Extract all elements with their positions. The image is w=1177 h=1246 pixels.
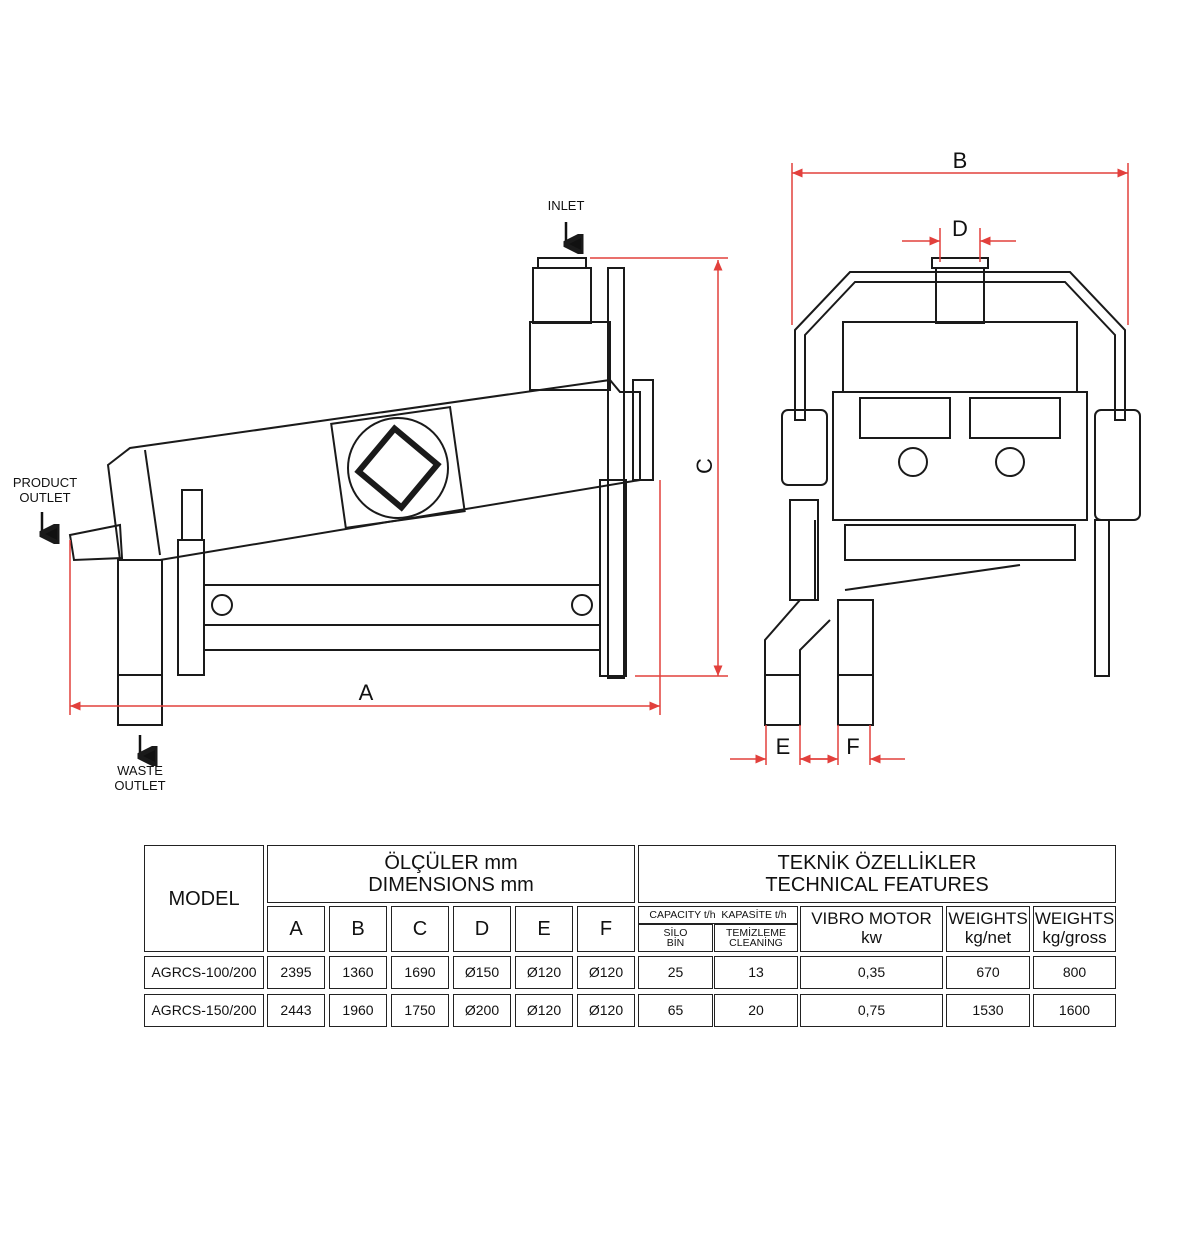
silo-header-tr: SİLO (663, 926, 688, 939)
capacity-header: CAPACITY t/h KAPASİTE t/h (638, 906, 798, 924)
col-f: F (577, 906, 635, 952)
product-outlet-label-2: OUTLET (19, 490, 70, 505)
motor-header-1: VIBRO MOTOR (811, 909, 932, 929)
table-cell-b: 1360 (329, 956, 387, 989)
dimensions-header-tr: ÖLÇÜLER mm (384, 852, 518, 874)
silo-header-en: BİN (666, 937, 685, 949)
col-d-text: D (474, 918, 490, 940)
dimension-b-label: B (953, 148, 968, 173)
dimension-f-label: F (846, 734, 859, 759)
col-f-text: F (599, 918, 613, 940)
col-c-text: C (412, 918, 428, 940)
col-e: E (515, 906, 573, 952)
table-cell-d: Ø150 (453, 956, 511, 989)
dimensions-header-en: DIMENSIONS mm (368, 874, 534, 896)
net-weight-header-1: WEIGHTS (948, 909, 1028, 929)
table-cell-model: AGRCS-150/200 (144, 994, 264, 1027)
technical-header-en: TECHNICAL FEATURES (765, 874, 989, 896)
model-header: MODEL (144, 845, 264, 952)
table-cell-cleaning: 20 (714, 994, 798, 1027)
table-cell-silo: 65 (638, 994, 713, 1027)
net-weight-header-2: kg/net (964, 928, 1012, 947)
col-a-text: A (289, 918, 303, 940)
table-cell-a: 2395 (267, 956, 325, 989)
front-view (764, 257, 1141, 726)
cleaning-header-en: CLEANİNG (729, 937, 783, 949)
table-cell-b: 1960 (329, 994, 387, 1027)
capacity-header-text: CAPACITY t/h KAPASİTE t/h (649, 908, 787, 921)
col-a: A (267, 906, 325, 952)
waste-outlet-label: WASTE (117, 763, 163, 778)
table-cell-f: Ø120 (577, 994, 635, 1027)
table-cell-gross: 1600 (1033, 994, 1116, 1027)
motor-header-2: kw (861, 928, 882, 947)
table-cell-silo: 25 (638, 956, 713, 989)
table-cell-a: 2443 (267, 994, 325, 1027)
model-header-text: MODEL (168, 887, 240, 910)
col-e-text: E (537, 918, 551, 940)
table-cell-gross: 800 (1033, 956, 1116, 989)
table-cell-e: Ø120 (515, 956, 573, 989)
table-cell-net: 670 (946, 956, 1030, 989)
technical-drawing: INLET PRODUCT OUTLET WASTE OUTLET A C B … (13, 148, 1141, 793)
gross-weight-header-1: WEIGHTS (1034, 909, 1115, 929)
dimension-c-label: C (692, 458, 717, 474)
cleaning-header-tr: TEMİZLEME (725, 926, 787, 939)
col-d: D (453, 906, 511, 952)
table-cell-cleaning: 13 (714, 956, 798, 989)
dimension-lines (69, 163, 1129, 765)
side-view (68, 257, 654, 726)
table-cell-c: 1690 (391, 956, 449, 989)
table-cell-e: Ø120 (515, 994, 573, 1027)
table-cell-motor: 0,75 (800, 994, 943, 1027)
dimension-e-label: E (776, 734, 791, 759)
dimension-d-label: D (952, 216, 968, 241)
table-cell-net: 1530 (946, 994, 1030, 1027)
waste-outlet-label-2: OUTLET (114, 778, 165, 793)
col-b: B (329, 906, 387, 952)
gross-weight-header-2: kg/gross (1042, 928, 1107, 947)
technical-header-tr: TEKNİK ÖZELLİKLER (777, 852, 977, 874)
table-cell-model: AGRCS-100/200 (144, 956, 264, 989)
table-cell-f: Ø120 (577, 956, 635, 989)
col-b-text: B (351, 918, 365, 940)
dimension-a-label: A (359, 680, 374, 705)
table-cell-motor: 0,35 (800, 956, 943, 989)
table-cell-c: 1750 (391, 994, 449, 1027)
table-cell-d: Ø200 (453, 994, 511, 1027)
col-c: C (391, 906, 449, 952)
inlet-label: INLET (548, 198, 585, 213)
product-outlet-label: PRODUCT (13, 475, 77, 490)
